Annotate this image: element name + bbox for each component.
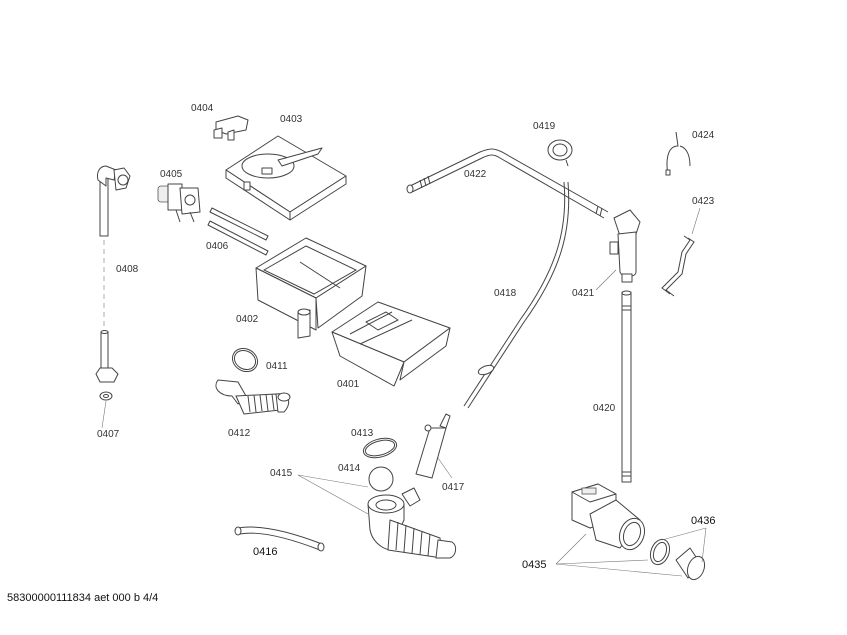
label-0412: 0412 [228, 428, 251, 439]
part-0414-ball[interactable] [368, 466, 394, 492]
label-0404: 0404 [191, 103, 214, 114]
part-0423-bent-rod[interactable] [661, 235, 695, 297]
label-0436: 0436 [691, 515, 715, 527]
part-0435-drain-pump[interactable] [571, 483, 649, 553]
part-0401-detergent-drawer[interactable] [331, 301, 451, 387]
label-0402: 0402 [236, 314, 259, 325]
label-0419: 0419 [533, 121, 556, 132]
leader-0415-b [297, 474, 369, 515]
label-0408: 0408 [116, 264, 139, 275]
label-0417: 0417 [442, 482, 465, 493]
label-0403: 0403 [280, 114, 303, 125]
part-0402-dispenser-housing[interactable] [255, 237, 367, 339]
part-0424-clip[interactable] [665, 131, 691, 176]
part-0416-hose[interactable] [234, 526, 325, 552]
label-0423: 0423 [692, 196, 715, 207]
label-0418: 0418 [494, 288, 517, 299]
label-0407: 0407 [97, 429, 120, 440]
label-0414: 0414 [338, 463, 361, 474]
label-0405: 0405 [160, 169, 183, 180]
part-0436-filter[interactable] [647, 537, 708, 582]
label-0401: 0401 [337, 379, 360, 390]
label-0421: 0421 [572, 288, 595, 299]
part-0403-dispenser-cover[interactable] [225, 135, 347, 221]
part-0406-rods[interactable] [207, 207, 269, 256]
part-0421-air-chamber[interactable] [609, 209, 641, 283]
part-0415-sump-hose[interactable] [367, 487, 457, 559]
part-0407-washer[interactable] [99, 391, 113, 401]
part-0417-sensor-tube[interactable] [415, 413, 451, 479]
label-0406: 0406 [206, 241, 229, 252]
document-code: 58300000111834 aet 000 b 4/4 [7, 592, 159, 604]
label-0424: 0424 [692, 130, 715, 141]
part-0422-hose[interactable] [406, 148, 609, 219]
part-0405-inlet-valve[interactable] [157, 183, 201, 223]
part-0408-inlet-hose[interactable] [95, 165, 131, 383]
leader-0415-a [297, 474, 369, 488]
label-0413: 0413 [351, 428, 374, 439]
label-0435: 0435 [522, 559, 546, 571]
label-0415: 0415 [270, 468, 293, 479]
part-0411-seal-ring[interactable] [228, 344, 262, 376]
part-0413-ring[interactable] [361, 435, 399, 461]
part-0404-clip[interactable] [213, 115, 249, 141]
part-0418-pressure-tube[interactable] [463, 181, 570, 409]
part-0420-vertical-hose[interactable] [621, 290, 632, 483]
label-0420: 0420 [593, 403, 616, 414]
part-0412-bellows-hose[interactable] [215, 379, 291, 415]
part-0419-pressure-switch[interactable] [547, 139, 573, 167]
label-0416: 0416 [253, 546, 277, 558]
label-0422: 0422 [464, 169, 487, 180]
label-0411: 0411 [266, 361, 288, 372]
